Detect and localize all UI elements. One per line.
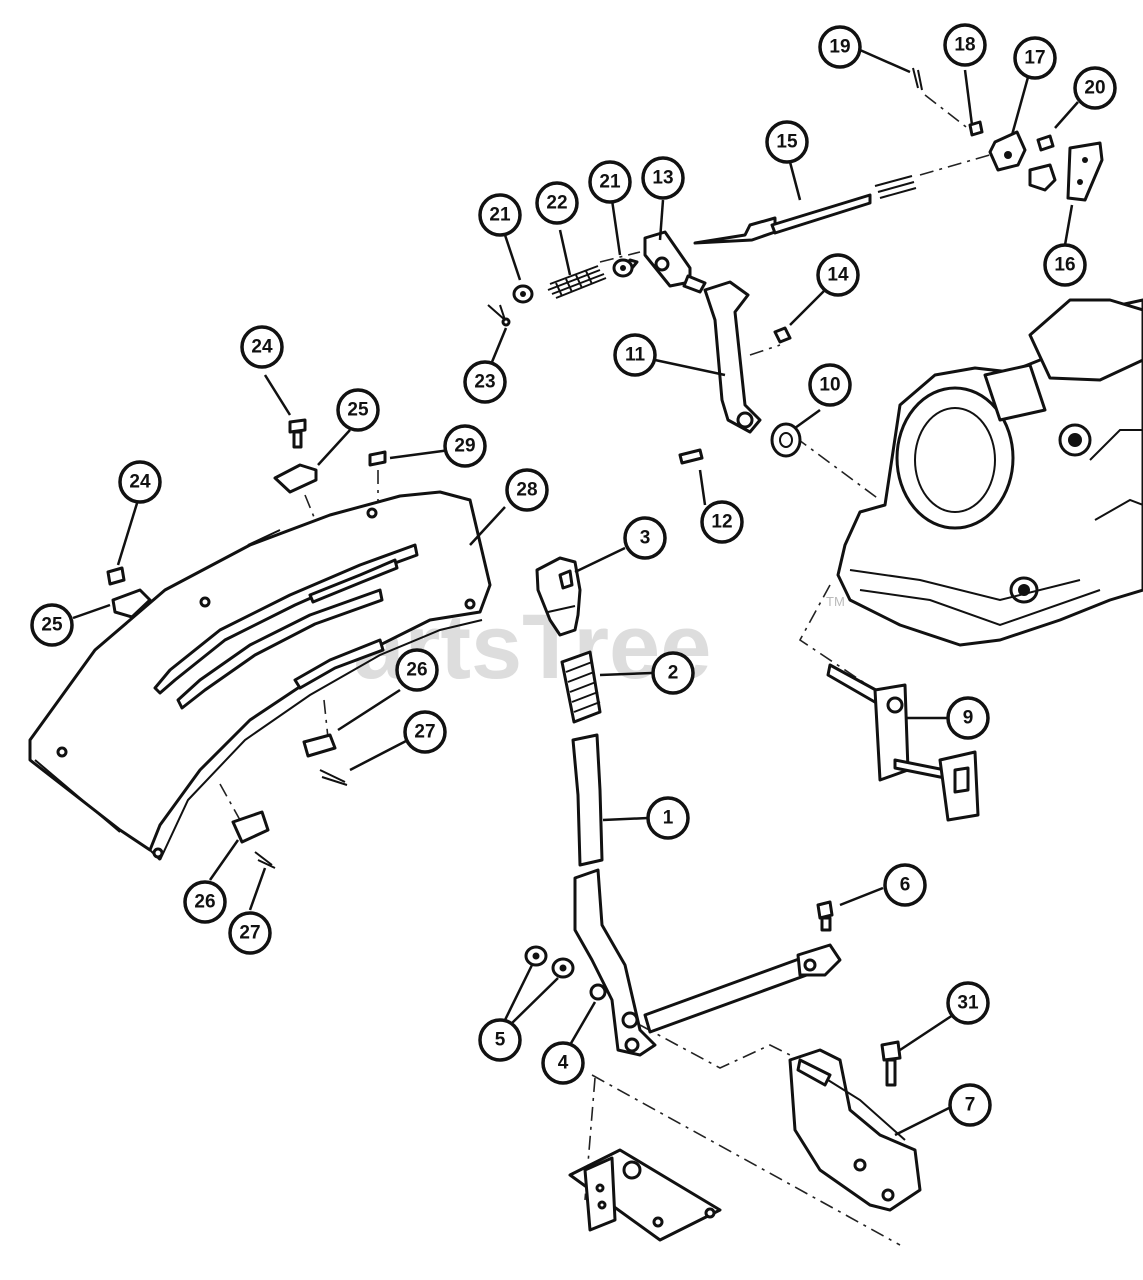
callout-17: 17 bbox=[1013, 36, 1057, 80]
callout-25-upper: 25 bbox=[336, 388, 380, 432]
callout-24-lower: 24 bbox=[118, 460, 162, 504]
svg-text:17: 17 bbox=[1024, 48, 1045, 69]
svg-text:7: 7 bbox=[965, 1095, 976, 1116]
transmission-housing bbox=[836, 298, 1143, 647]
svg-text:11: 11 bbox=[625, 345, 646, 366]
svg-text:1: 1 bbox=[663, 808, 674, 829]
svg-text:26: 26 bbox=[406, 660, 427, 681]
callout-26-lower: 26 bbox=[183, 880, 227, 924]
shift-rod bbox=[618, 175, 917, 275]
svg-text:14: 14 bbox=[827, 265, 849, 286]
callout-27-lower: 27 bbox=[228, 911, 272, 955]
svg-text:18: 18 bbox=[954, 35, 975, 56]
small-hardware bbox=[487, 258, 634, 327]
svg-text:24: 24 bbox=[129, 472, 151, 493]
callout-27-upper: 27 bbox=[403, 710, 447, 754]
alignment-lines bbox=[131, 94, 1001, 1246]
callout-11: 11 bbox=[613, 333, 657, 377]
svg-text:25: 25 bbox=[347, 400, 369, 421]
shift-lever bbox=[535, 556, 842, 1057]
callout-9: 9 bbox=[946, 696, 990, 740]
svg-text:20: 20 bbox=[1084, 78, 1105, 99]
svg-text:12: 12 bbox=[711, 512, 732, 533]
callout-18: 18 bbox=[943, 23, 987, 67]
svg-text:23: 23 bbox=[474, 372, 495, 393]
callout-21-left: 21 bbox=[478, 193, 522, 237]
callout-3: 3 bbox=[623, 516, 667, 560]
callout-23: 23 bbox=[463, 360, 507, 404]
svg-text:16: 16 bbox=[1054, 255, 1075, 276]
bracket-7 bbox=[788, 1040, 922, 1212]
svg-text:31: 31 bbox=[957, 993, 979, 1014]
svg-text:19: 19 bbox=[829, 37, 850, 58]
callout-14: 14 bbox=[816, 253, 860, 297]
base-plate bbox=[568, 1148, 722, 1242]
shift-arm bbox=[678, 280, 802, 465]
svg-text:29: 29 bbox=[454, 436, 475, 457]
callout-2: 2 bbox=[651, 651, 695, 695]
callouts: 19 18 17 20 15 13 21 22 21 16 14 24 25 2… bbox=[30, 23, 1117, 1127]
callout-6: 6 bbox=[883, 863, 927, 907]
svg-text:3: 3 bbox=[640, 528, 651, 549]
callout-13: 13 bbox=[641, 156, 685, 200]
callout-1: 1 bbox=[646, 796, 690, 840]
svg-text:24: 24 bbox=[251, 337, 273, 358]
upper-right-hardware bbox=[912, 67, 1104, 202]
svg-text:10: 10 bbox=[819, 375, 840, 396]
callout-24-upper: 24 bbox=[240, 325, 284, 369]
callout-31: 31 bbox=[946, 981, 990, 1025]
svg-text:6: 6 bbox=[900, 875, 911, 896]
callout-20: 20 bbox=[1073, 66, 1117, 110]
svg-text:9: 9 bbox=[963, 708, 974, 729]
callout-26-upper: 26 bbox=[395, 648, 439, 692]
svg-text:2: 2 bbox=[668, 663, 679, 684]
svg-text:22: 22 bbox=[546, 193, 567, 214]
watermark-trademark: TM bbox=[826, 594, 845, 609]
svg-text:27: 27 bbox=[239, 923, 260, 944]
callout-16: 16 bbox=[1043, 243, 1087, 287]
shift-plate bbox=[28, 490, 492, 861]
callout-28: 28 bbox=[505, 468, 549, 512]
callout-7: 7 bbox=[948, 1083, 992, 1127]
svg-text:4: 4 bbox=[558, 1053, 569, 1074]
callout-4: 4 bbox=[541, 1041, 585, 1085]
svg-text:27: 27 bbox=[414, 722, 435, 743]
callout-29: 29 bbox=[443, 424, 487, 468]
svg-text:25: 25 bbox=[41, 615, 63, 636]
callout-5: 5 bbox=[478, 1018, 522, 1062]
svg-text:21: 21 bbox=[489, 205, 511, 226]
lever-hardware bbox=[524, 945, 607, 1001]
svg-text:26: 26 bbox=[194, 892, 215, 913]
callout-25-lower: 25 bbox=[30, 603, 74, 647]
svg-text:28: 28 bbox=[516, 480, 537, 501]
callout-leaders bbox=[72, 48, 1079, 1137]
svg-text:13: 13 bbox=[652, 168, 673, 189]
callout-21-right: 21 bbox=[588, 160, 632, 204]
callout-22: 22 bbox=[535, 181, 579, 225]
svg-text:21: 21 bbox=[599, 172, 621, 193]
callout-12: 12 bbox=[700, 500, 744, 544]
svg-text:15: 15 bbox=[776, 132, 798, 153]
bracket-9 bbox=[826, 663, 980, 822]
svg-text:5: 5 bbox=[495, 1030, 506, 1051]
rod-end-13 bbox=[643, 230, 707, 294]
callout-10: 10 bbox=[808, 363, 852, 407]
plate-hardware bbox=[106, 418, 387, 869]
callout-19: 19 bbox=[818, 25, 862, 69]
callout-15: 15 bbox=[765, 120, 809, 164]
